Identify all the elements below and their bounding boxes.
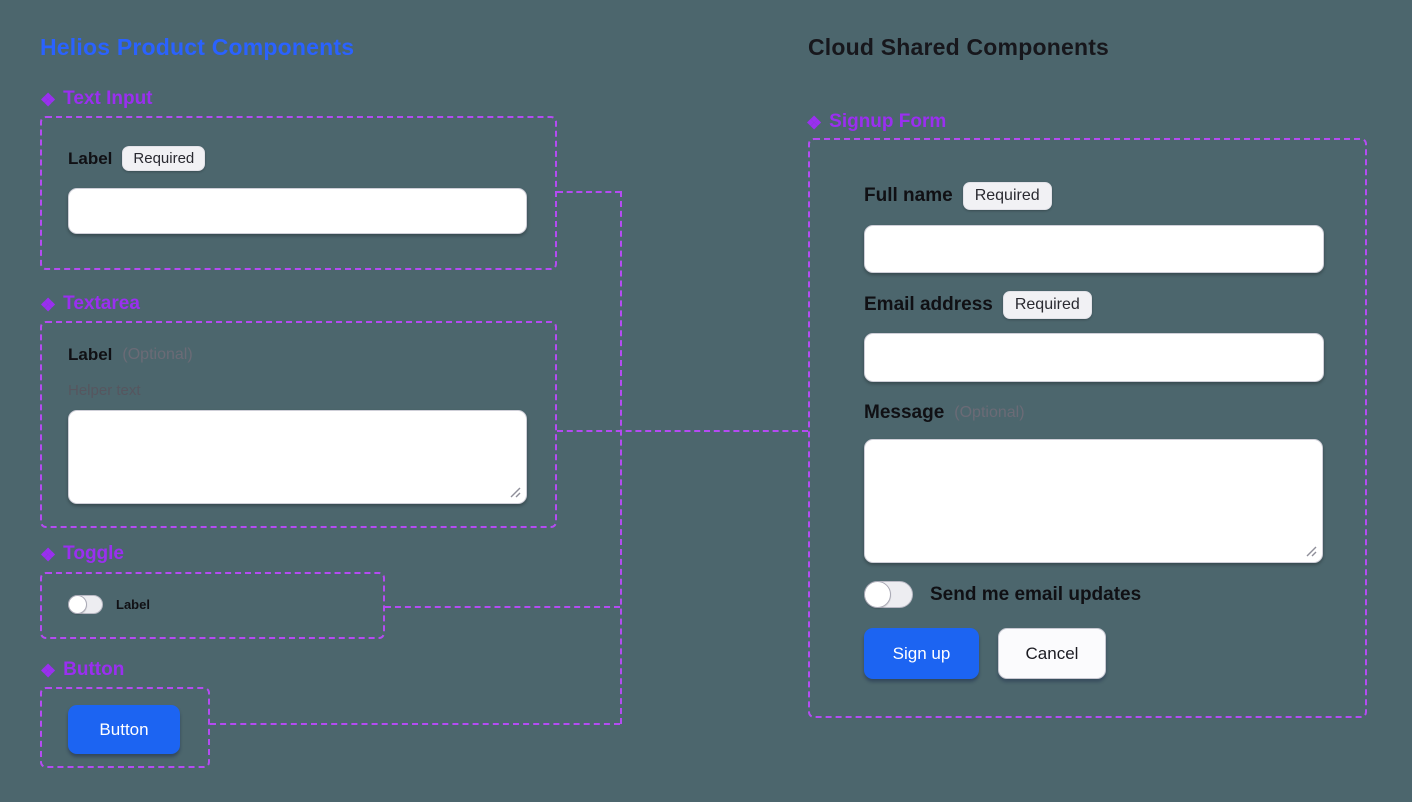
signup-message-textarea[interactable]: [864, 439, 1323, 563]
section-heading-textarea: ❖ Textarea: [40, 293, 140, 315]
component-frame-text-input: Label Required: [40, 116, 557, 270]
component-icon: ❖: [40, 545, 57, 565]
right-panel-title: Cloud Shared Components: [808, 34, 1110, 60]
toggle-label: Label: [116, 597, 150, 612]
component-icon: ❖: [40, 90, 57, 110]
text-input-label: Label: [68, 148, 113, 168]
section-heading-signup-form: ❖ Signup Form: [806, 111, 946, 133]
signup-email-input[interactable]: [864, 333, 1324, 382]
connector-textarea-to-form: [557, 430, 808, 432]
section-heading-button: ❖ Button: [40, 659, 124, 681]
toggle-knob: [68, 595, 87, 614]
textarea-label: Label: [68, 345, 113, 364]
component-icon: ❖: [40, 295, 57, 315]
optional-hint: (Optional): [954, 404, 1025, 421]
required-badge: Required: [962, 182, 1052, 210]
connector-button: [210, 723, 620, 725]
component-frame-textarea: Label (Optional) Helper text: [40, 321, 557, 528]
signup-cancel-button[interactable]: Cancel: [998, 628, 1106, 679]
section-heading-label: Signup Form: [829, 111, 947, 132]
signup-submit-button[interactable]: Sign up: [864, 628, 979, 679]
textarea-field[interactable]: [68, 410, 527, 504]
required-badge: Required: [122, 146, 206, 171]
connector-text-input: [557, 191, 621, 193]
sample-button[interactable]: Button: [68, 705, 180, 754]
required-badge: Required: [1002, 291, 1092, 319]
section-heading-label: Button: [63, 659, 125, 680]
component-frame-button: Button: [40, 687, 210, 768]
helper-text: Helper text: [68, 382, 141, 399]
section-heading-text-input: ❖ Text Input: [40, 88, 153, 110]
component-frame-toggle: Label: [40, 572, 385, 639]
fullname-label: Full name: [864, 185, 953, 206]
section-heading-label: Toggle: [63, 543, 124, 564]
email-label: Email address: [864, 294, 993, 315]
message-label: Message: [864, 402, 945, 423]
component-frame-signup-form: Full name Required Email address Require…: [808, 138, 1367, 718]
section-heading-toggle: ❖ Toggle: [40, 543, 124, 565]
signup-updates-toggle[interactable]: [864, 581, 913, 608]
component-icon: ❖: [40, 661, 57, 681]
signup-fullname-input[interactable]: [864, 225, 1324, 273]
optional-hint: (Optional): [122, 346, 193, 363]
connector-trunk: [620, 191, 622, 724]
connector-toggle: [385, 606, 620, 608]
component-icon: ❖: [806, 113, 823, 133]
section-heading-label: Text Input: [63, 88, 153, 109]
left-panel-title: Helios Product Components: [40, 34, 355, 60]
section-heading-label: Textarea: [63, 293, 140, 314]
text-input-field[interactable]: [68, 188, 527, 234]
signup-updates-label: Send me email updates: [930, 583, 1142, 605]
toggle-switch[interactable]: [68, 595, 103, 614]
toggle-knob: [864, 581, 891, 608]
